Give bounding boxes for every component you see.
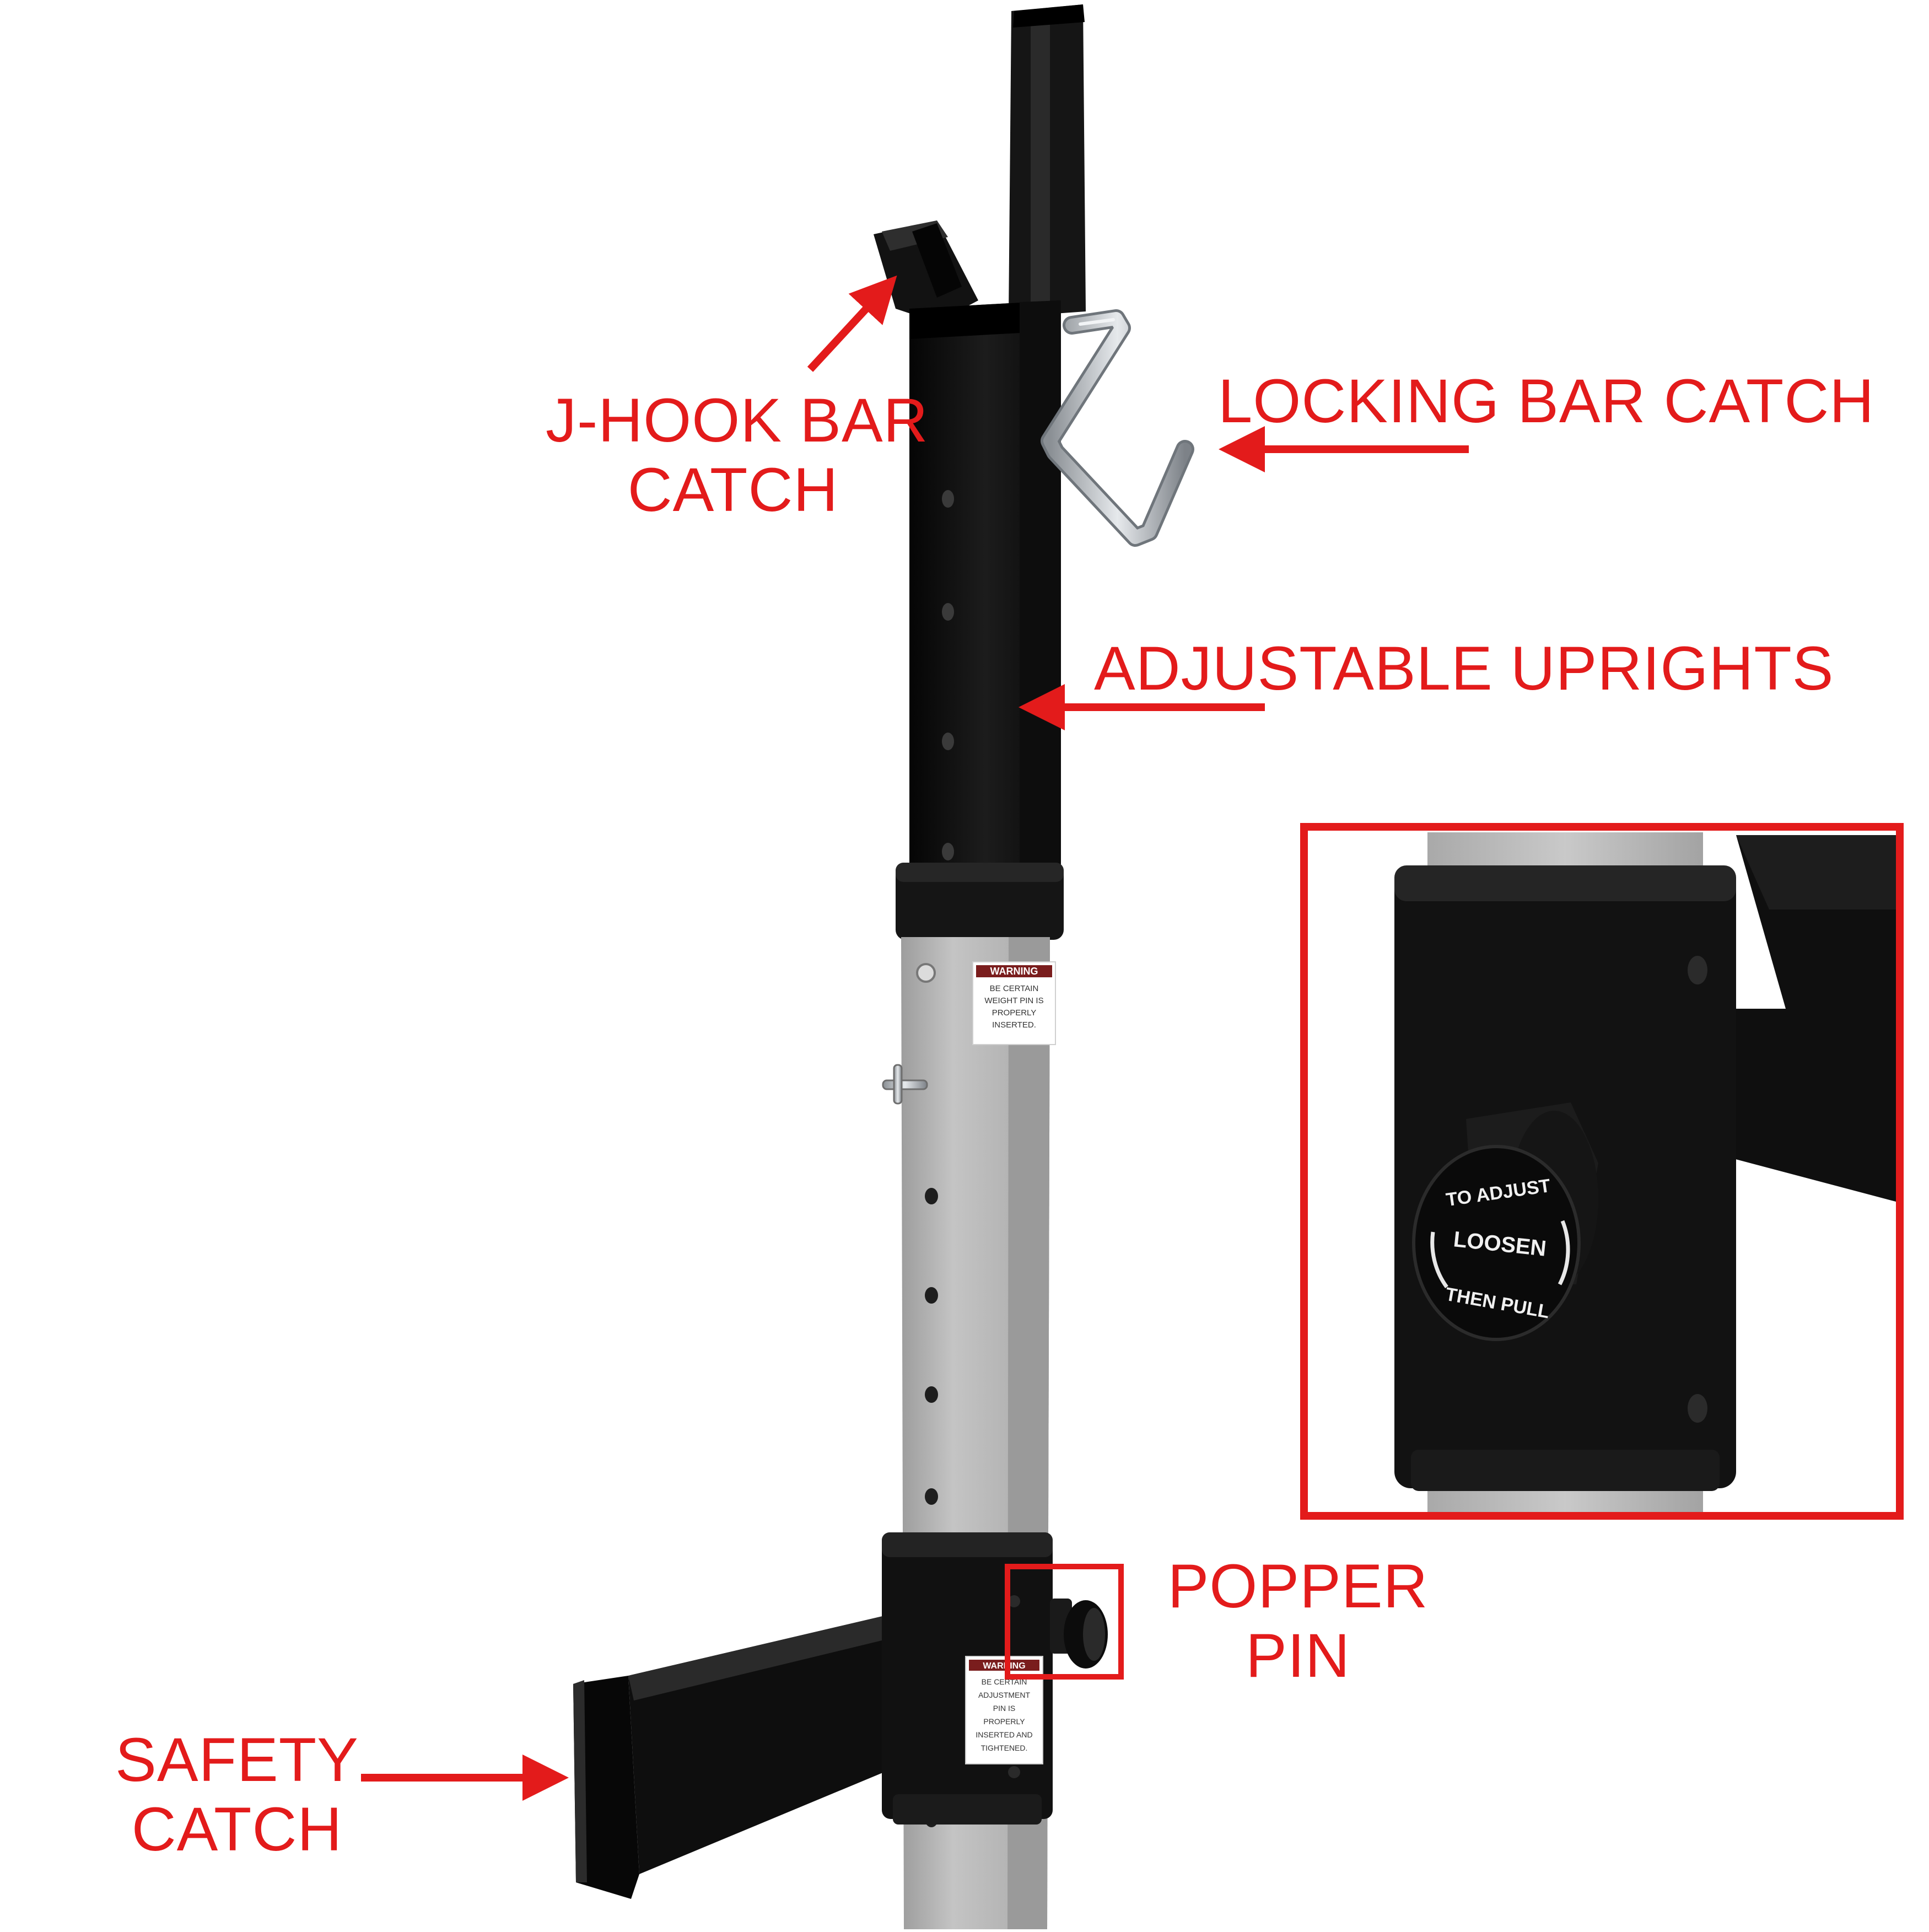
- upper-collar: [896, 863, 1064, 940]
- upright-column: WARNING BE CERTAIN WEIGHT PIN IS PROPERL…: [573, 4, 1194, 1929]
- safety-label-line1: SAFETY: [115, 1725, 359, 1794]
- lower-sticker-warning: WARNING: [983, 1661, 1025, 1671]
- popper-label-line2: PIN: [1246, 1621, 1350, 1690]
- popper-label-line1: POPPER: [1167, 1552, 1429, 1621]
- locking-bar-catch-label: LOCKING BAR CATCH: [1218, 367, 1875, 435]
- callout-arrows: [361, 275, 1469, 1801]
- lower-sticker-line: TIGHTENED.: [981, 1743, 1028, 1752]
- top-extension-bar: [1009, 4, 1086, 317]
- upper-sticker-line: INSERTED.: [992, 1020, 1036, 1030]
- popper-pin-knob: [1050, 1599, 1108, 1669]
- popper-pin-label: POPPER PIN: [1149, 1552, 1447, 1691]
- upright-holes: [942, 490, 954, 860]
- jhook-label-line2: CATCH: [627, 455, 839, 524]
- inset-knob: TO ADJUST LOOSEN THEN PULL: [1412, 1102, 1598, 1341]
- jhook-label-line1: J-HOOK BAR: [546, 386, 929, 455]
- jhook-arrow: [807, 275, 897, 372]
- popper-pin-highlight-box: [1005, 1564, 1124, 1680]
- inset-red-frame: [1300, 823, 1904, 1520]
- popper-pin-inset: TO ADJUST LOOSEN THEN PULL: [1300, 823, 1904, 1520]
- upper-sticker-line: WEIGHT PIN IS: [984, 996, 1043, 1005]
- upper-sticker-line: PROPERLY: [992, 1008, 1037, 1018]
- upper-warning-sticker: WARNING BE CERTAIN WEIGHT PIN IS PROPERL…: [972, 961, 1056, 1045]
- safety-catch-arm: [573, 1615, 904, 1899]
- weight-pin: [882, 1064, 928, 1105]
- lower-warning-sticker: WARNING BE CERTAIN ADJUSTMENT PIN IS PRO…: [965, 1656, 1043, 1764]
- lower-sticker-line: INSERTED AND: [976, 1730, 1032, 1739]
- upper-sticker-line: BE CERTAIN: [990, 984, 1039, 993]
- lower-sticker-line: PROPERLY: [983, 1717, 1025, 1726]
- safety-label-line2: CATCH: [131, 1795, 343, 1864]
- j-hook-bar-catch: [874, 220, 978, 322]
- lower-sticker-line: PIN IS: [993, 1704, 1015, 1713]
- adjustable-uprights-label: ADJUSTABLE UPRIGHTS: [1094, 634, 1834, 703]
- locking-bar-catch: [1041, 309, 1194, 547]
- lower-sticker-line: ADJUSTMENT: [978, 1691, 1031, 1699]
- upper-sticker-warning: WARNING: [990, 966, 1038, 977]
- black-adjustable-upright: [909, 300, 1061, 882]
- jhook-label: J-HOOK BAR CATCH: [546, 386, 929, 525]
- safety-catch-label: SAFETY CATCH: [99, 1725, 375, 1864]
- bolt-head: [916, 963, 936, 983]
